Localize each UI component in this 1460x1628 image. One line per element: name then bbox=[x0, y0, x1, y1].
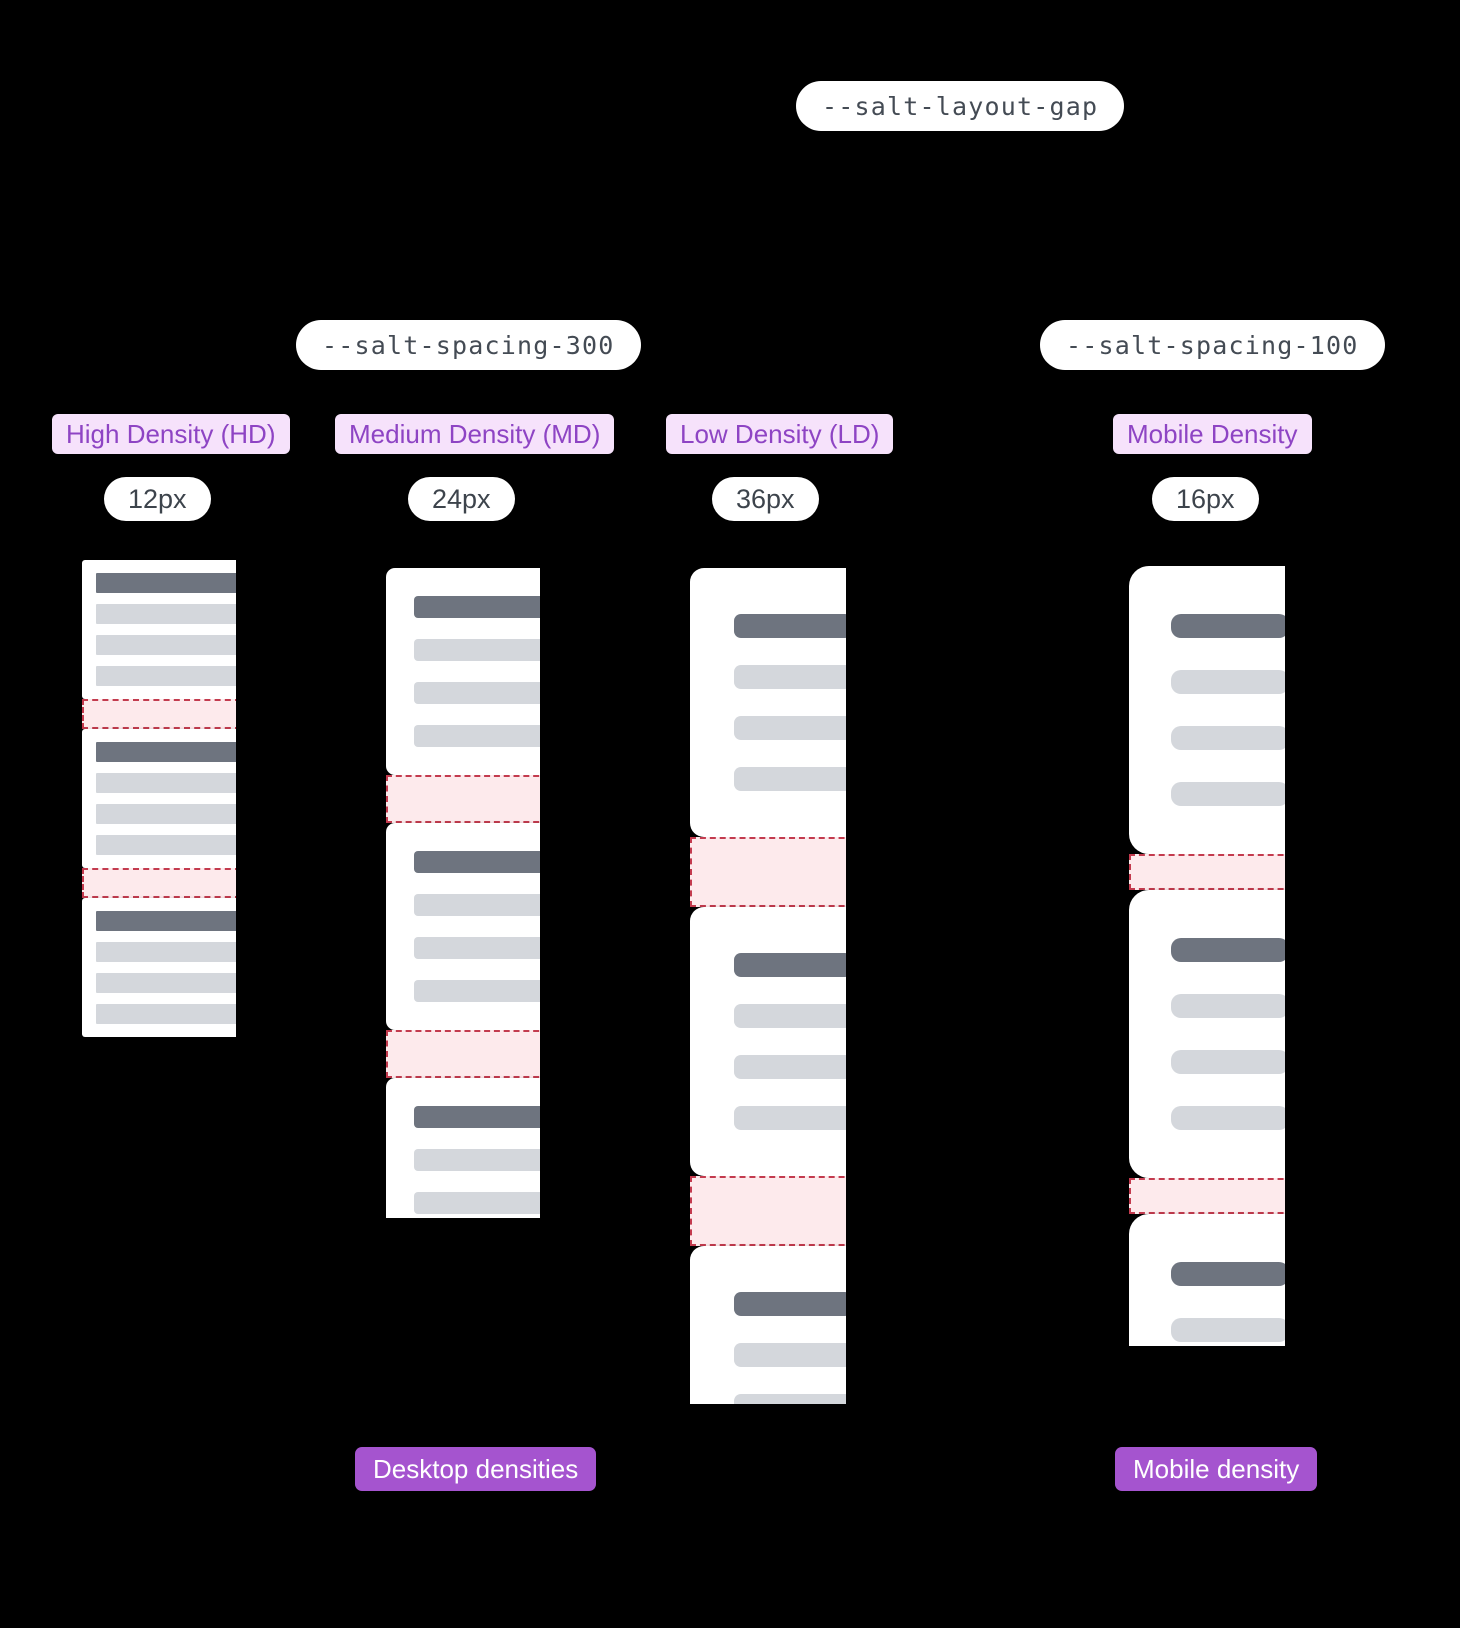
card-content-bar bbox=[1171, 782, 1285, 806]
card bbox=[386, 1078, 540, 1218]
density-label-ld: Low Density (LD) bbox=[666, 414, 894, 454]
card-content-bar bbox=[414, 1149, 540, 1171]
density-label-md: Medium Density (MD) bbox=[335, 414, 615, 454]
card bbox=[82, 898, 236, 1037]
card-content-bar bbox=[1171, 1106, 1285, 1130]
density-label-mobile: Mobile Density bbox=[1113, 414, 1312, 454]
footer-label-mobile: Mobile density bbox=[1115, 1447, 1318, 1491]
card bbox=[1129, 566, 1285, 854]
card-content-bar bbox=[96, 635, 236, 655]
footer-label-desktop: Desktop densities bbox=[355, 1447, 597, 1491]
card bbox=[1129, 890, 1285, 1178]
layout-gap-band bbox=[1129, 854, 1285, 890]
card-header-bar bbox=[96, 742, 236, 762]
layout-gap-band bbox=[82, 868, 236, 898]
card-content-bar bbox=[96, 604, 236, 624]
card-stack-md bbox=[386, 568, 540, 1218]
card-content-bar bbox=[734, 1106, 846, 1130]
card-content-bar bbox=[734, 767, 846, 791]
value-pill-md: 24px bbox=[408, 477, 515, 521]
value-pill-ld: 36px bbox=[712, 477, 819, 521]
card-content-bar bbox=[414, 1192, 540, 1214]
density-column-ld bbox=[690, 568, 846, 1404]
card-content-bar bbox=[96, 835, 236, 855]
card-header-bar bbox=[734, 953, 846, 977]
card-stack-hd bbox=[82, 560, 236, 1037]
card bbox=[82, 729, 236, 868]
card-content-bar bbox=[96, 973, 236, 993]
card-content-bar bbox=[1171, 670, 1285, 694]
density-label-hd: High Density (HD) bbox=[52, 414, 290, 454]
value-pill-hd: 12px bbox=[104, 477, 211, 521]
card bbox=[386, 823, 540, 1030]
card-header-bar bbox=[1171, 1262, 1285, 1286]
layout-gap-band bbox=[1129, 1178, 1285, 1214]
card-stack-ld bbox=[690, 568, 846, 1404]
card-header-bar bbox=[414, 596, 540, 618]
card-content-bar bbox=[414, 639, 540, 661]
density-column-md bbox=[386, 568, 540, 1218]
card bbox=[82, 560, 236, 699]
card-content-bar bbox=[414, 725, 540, 747]
card-header-bar bbox=[734, 1292, 846, 1316]
card-content-bar bbox=[414, 894, 540, 916]
mobile-spacing-token-pill: --salt-spacing-100 bbox=[1040, 320, 1385, 370]
card-content-bar bbox=[96, 804, 236, 824]
card-content-bar bbox=[734, 1343, 846, 1367]
layout-gap-band bbox=[82, 699, 236, 729]
card-content-bar bbox=[734, 665, 846, 689]
card-content-bar bbox=[1171, 1050, 1285, 1074]
value-pill-mobile: 16px bbox=[1152, 477, 1259, 521]
card-content-bar bbox=[734, 1394, 846, 1404]
card-content-bar bbox=[414, 980, 540, 1002]
card-header-bar bbox=[734, 614, 846, 638]
card-header-bar bbox=[1171, 614, 1285, 638]
card-header-bar bbox=[96, 573, 236, 593]
card-content-bar bbox=[414, 682, 540, 704]
layout-gap-band bbox=[690, 837, 846, 907]
card-content-bar bbox=[96, 773, 236, 793]
card-header-bar bbox=[414, 851, 540, 873]
card-content-bar bbox=[1171, 726, 1285, 750]
card bbox=[690, 907, 846, 1176]
card-content-bar bbox=[96, 1004, 236, 1024]
card-stack-mobile bbox=[1129, 566, 1285, 1346]
card-content-bar bbox=[734, 1004, 846, 1028]
density-column-mobile bbox=[1129, 566, 1285, 1346]
card bbox=[690, 568, 846, 837]
card bbox=[1129, 1214, 1285, 1346]
card-content-bar bbox=[1171, 1318, 1285, 1342]
layout-gap-band bbox=[690, 1176, 846, 1246]
card-content-bar bbox=[96, 666, 236, 686]
card-header-bar bbox=[96, 911, 236, 931]
layout-gap-band bbox=[386, 775, 540, 823]
card-header-bar bbox=[1171, 938, 1285, 962]
card bbox=[386, 568, 540, 775]
card bbox=[690, 1246, 846, 1404]
card-content-bar bbox=[734, 1055, 846, 1079]
desktop-spacing-token-pill: --salt-spacing-300 bbox=[296, 320, 641, 370]
card-header-bar bbox=[414, 1106, 540, 1128]
density-column-hd bbox=[82, 560, 236, 1060]
card-content-bar bbox=[96, 942, 236, 962]
card-content-bar bbox=[734, 716, 846, 740]
layout-gap-token-pill: --salt-layout-gap bbox=[796, 81, 1125, 131]
card-content-bar bbox=[1171, 994, 1285, 1018]
layout-gap-band bbox=[386, 1030, 540, 1078]
card-content-bar bbox=[414, 937, 540, 959]
